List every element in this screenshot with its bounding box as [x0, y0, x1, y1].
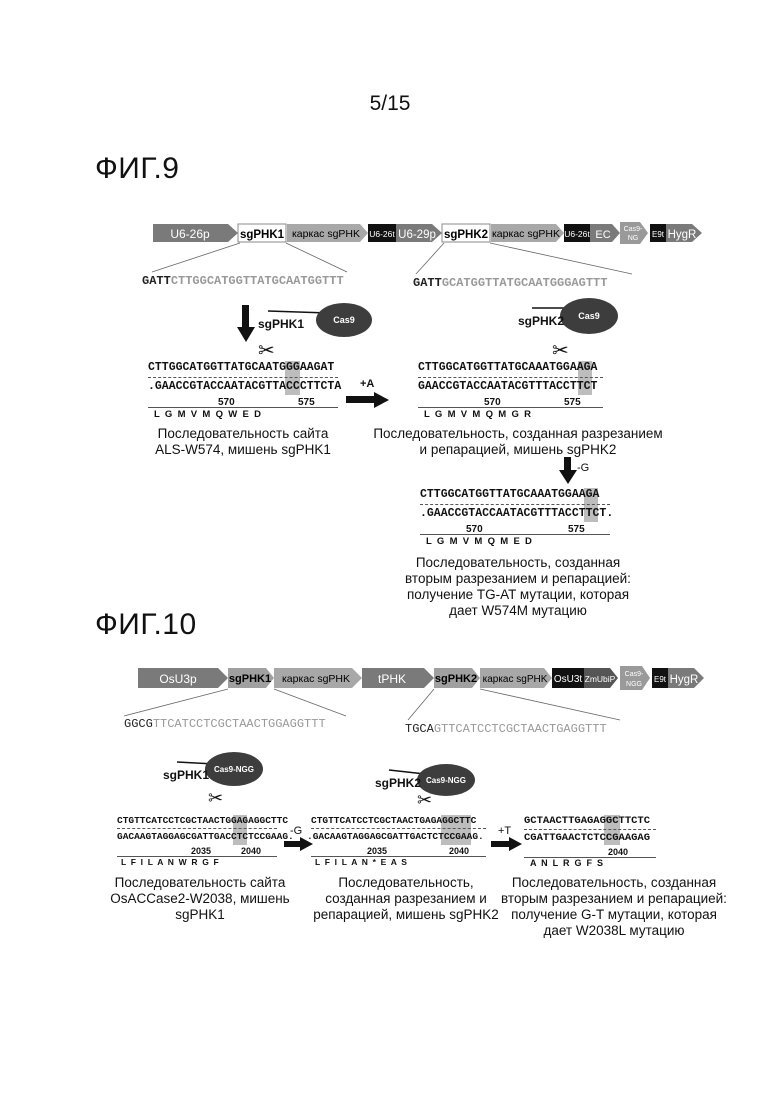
- fig9-sgrna2-label: sgPHK2: [444, 229, 488, 241]
- fig10-sg-label-2: sgPHK2: [375, 776, 421, 790]
- fig10-panel2-top-strand: CTGTTCATCCTCGCTAACTGAGAGGCTTC: [311, 815, 476, 826]
- fig9-panel1-top-strand: CTTGGCATGGTTATGCAATGGGAAGAT: [148, 361, 334, 374]
- fig10-cas9-blob-1: Cas9-NGG: [205, 752, 263, 786]
- fig10-osu3p-label: OsU3p: [159, 672, 197, 686]
- fig10-panel1-caption: Последовательность сайтаOsACCase2-W2038,…: [100, 875, 300, 923]
- fig9-panel2-aa: L G M V M Q M G R: [424, 409, 531, 420]
- fig9-panel2-bottom-strand: GAACCGTACCAATACGTTTACCTTCT: [418, 380, 597, 393]
- fig10-target1-sequence: GGCGTTCATCCTCGCTAACTGGAGGTTT: [124, 717, 326, 731]
- fig10-panel2-caption: Последовательность,созданная разрезанием…: [306, 875, 506, 923]
- fig9-e9t-label: E9t: [652, 230, 665, 239]
- fig10-scissors-icon-2: ✂: [417, 790, 432, 811]
- fig10-trna-label: tPHK: [378, 672, 406, 686]
- fig10-cas9-label-a: Cas9-: [625, 671, 644, 678]
- page-number: 5/15: [0, 92, 780, 116]
- fig10-hygr-label: HygR: [670, 674, 699, 686]
- fig9-u626p-label: U6-26p: [170, 227, 210, 241]
- fig10-construct-diagram: OsU3p sgPHK1 каркас sgPHK tPHK sgPHK2 ка…: [0, 660, 780, 730]
- fig9-cas9-label-a: Cas9-: [624, 226, 643, 233]
- fig10-panel3-top-strand: GCTAACTTGAGAGGCTTCTC: [524, 815, 650, 827]
- fig10-panel1-pos2: 2040: [241, 846, 261, 856]
- fig10-panel3-caption: Последовательность, созданнаявторым разр…: [494, 875, 734, 939]
- fig10-scissors-icon-1: ✂: [208, 788, 223, 809]
- fig9-target2-sequence: GATTGCATGGTTATGCAATGGGAGTTT: [413, 276, 607, 290]
- fig9-hygr-label: HygR: [668, 229, 697, 241]
- fig10-deletion-label: -G: [290, 825, 302, 837]
- fig10-panel2-bottom-strand: .GACAAGTAGGAGCGATTGACTCTCCGAAG.: [307, 831, 484, 842]
- fig9-panel1-aa: L G M V M Q W E D: [154, 409, 261, 420]
- fig10-zmubip-label: ZmUbiP: [585, 674, 616, 684]
- fig10-panel1-aa: L F I L A N W R G F: [121, 857, 219, 867]
- fig10-panel1-pos1: 2035: [191, 846, 211, 856]
- fig9-cas9-complex-2: Cas9 sgPHK2: [514, 296, 634, 336]
- fig10-panel2-aa: L F I L A N * E A S: [315, 857, 407, 867]
- fig9-insertion-label: +A: [360, 378, 374, 390]
- fig9-sg-label-1: sgPHK1: [258, 317, 304, 331]
- fig9-panel3-bottom-strand: .GAACCGTACCAATACGTTTACCTTCT.: [420, 507, 613, 520]
- fig9-title: ФИГ.9: [95, 152, 179, 186]
- fig10-panel1-bottom-strand: GACAAGTAGGAGCGATTGACCTCTCCGAAG.: [117, 831, 294, 842]
- fig9-cas9-complex-1: Cas9 sgPHK1: [256, 303, 376, 339]
- fig10-insertion-label: +T: [498, 825, 511, 837]
- fig10-scaffold1-label: каркас sgPHK: [282, 673, 350, 685]
- fig10-cas9-label-b: NGG: [626, 681, 642, 688]
- fig9-panel3-top-strand: CTTGGCATGGTTATGCAAATGGAAGA: [420, 488, 599, 501]
- fig10-right-arrow-2: [491, 837, 523, 851]
- fig10-scaffold2-label: каркас sgPHK: [483, 674, 548, 685]
- fig9-deletion-label: -G: [577, 462, 589, 474]
- fig10-cas9-complex-1: Cas9-NGG sgPHK1: [163, 752, 283, 788]
- fig9-panel3-aa: L G M V M Q M E D: [426, 536, 532, 547]
- fig9-scaffold1-label: каркас sgPHK: [292, 228, 360, 240]
- fig9-cas9-blob-2: Cas9: [560, 298, 618, 334]
- fig9-u626t1-label: U6-26t: [369, 229, 395, 239]
- fig9-scissors-icon-2: ✂: [552, 338, 569, 363]
- fig10-sg-label-1: sgPHK1: [163, 768, 209, 782]
- fig10-panel3-pos1: 2040: [608, 847, 628, 857]
- fig10-sgrna2-label: sgPHK2: [435, 673, 477, 685]
- fig9-ec-label: EC: [595, 229, 610, 241]
- fig9-panel1-bottom-strand: .GAACCGTACCAATACGTTACCCTTCTA: [148, 380, 341, 393]
- fig10-panel1-top-strand: CTGTTCATCCTCGCTAACTGGAGAGGCTTC: [117, 815, 288, 826]
- fig9-cas9-label-b: NG: [628, 235, 639, 242]
- fig9-panel2-top-strand: CTTGGCATGGTTATGCAAATGGAAGA: [418, 361, 597, 374]
- fig9-u626t2-label: U6-26t: [564, 229, 590, 239]
- fig10-panel2-pos1: 2035: [367, 846, 387, 856]
- fig10-target2-sequence: TGCAGTTCATCCTCGCTAACTGAGGTTT: [405, 722, 607, 736]
- fig9-u629p-label: U6-29p: [398, 229, 436, 241]
- fig9-scissors-icon-1: ✂: [258, 338, 275, 363]
- fig9-scaffold2-label: каркас sgPHK: [492, 228, 560, 240]
- fig10-title: ФИГ.10: [95, 608, 197, 642]
- fig10-panel2-pos2: 2040: [449, 846, 469, 856]
- fig9-panel1-caption: Последовательность сайтаALS-W574, мишень…: [128, 426, 358, 458]
- fig9-panel3-caption: Последовательность, созданнаявторым разр…: [398, 555, 638, 619]
- fig9-down-arrow-2: [558, 457, 578, 485]
- fig9-sgrna1-label: sgPHK1: [240, 229, 285, 241]
- fig10-panel3-bottom-strand: CGATTGAACTCTCCGAAGAG: [524, 832, 650, 844]
- fig10-sgrna1-label: sgPHK1: [229, 673, 271, 685]
- fig10-osu3t-label: OsU3t: [554, 674, 583, 685]
- fig9-down-arrow-1: [236, 305, 256, 343]
- fig9-target1-sequence: GATTCTTGGCATGGTTATGCAATGGTTT: [142, 274, 344, 288]
- fig9-panel2-caption: Последовательность, созданная разрезание…: [368, 426, 668, 458]
- fig10-e9t-label: E9t: [654, 675, 667, 684]
- fig10-panel3-aa: A N L R G F S: [530, 858, 603, 868]
- fig9-cas9-blob-1: Cas9: [316, 303, 372, 337]
- fig10-cas9-complex-2: Cas9-NGG sgPHK2: [375, 764, 495, 798]
- fig9-right-arrow: [346, 392, 390, 408]
- fig9-construct-diagram: U6-26p sgPHK1 каркас sgPHK U6-26t U6-29p…: [0, 210, 780, 310]
- fig9-sg-label-2: sgPHK2: [518, 314, 564, 328]
